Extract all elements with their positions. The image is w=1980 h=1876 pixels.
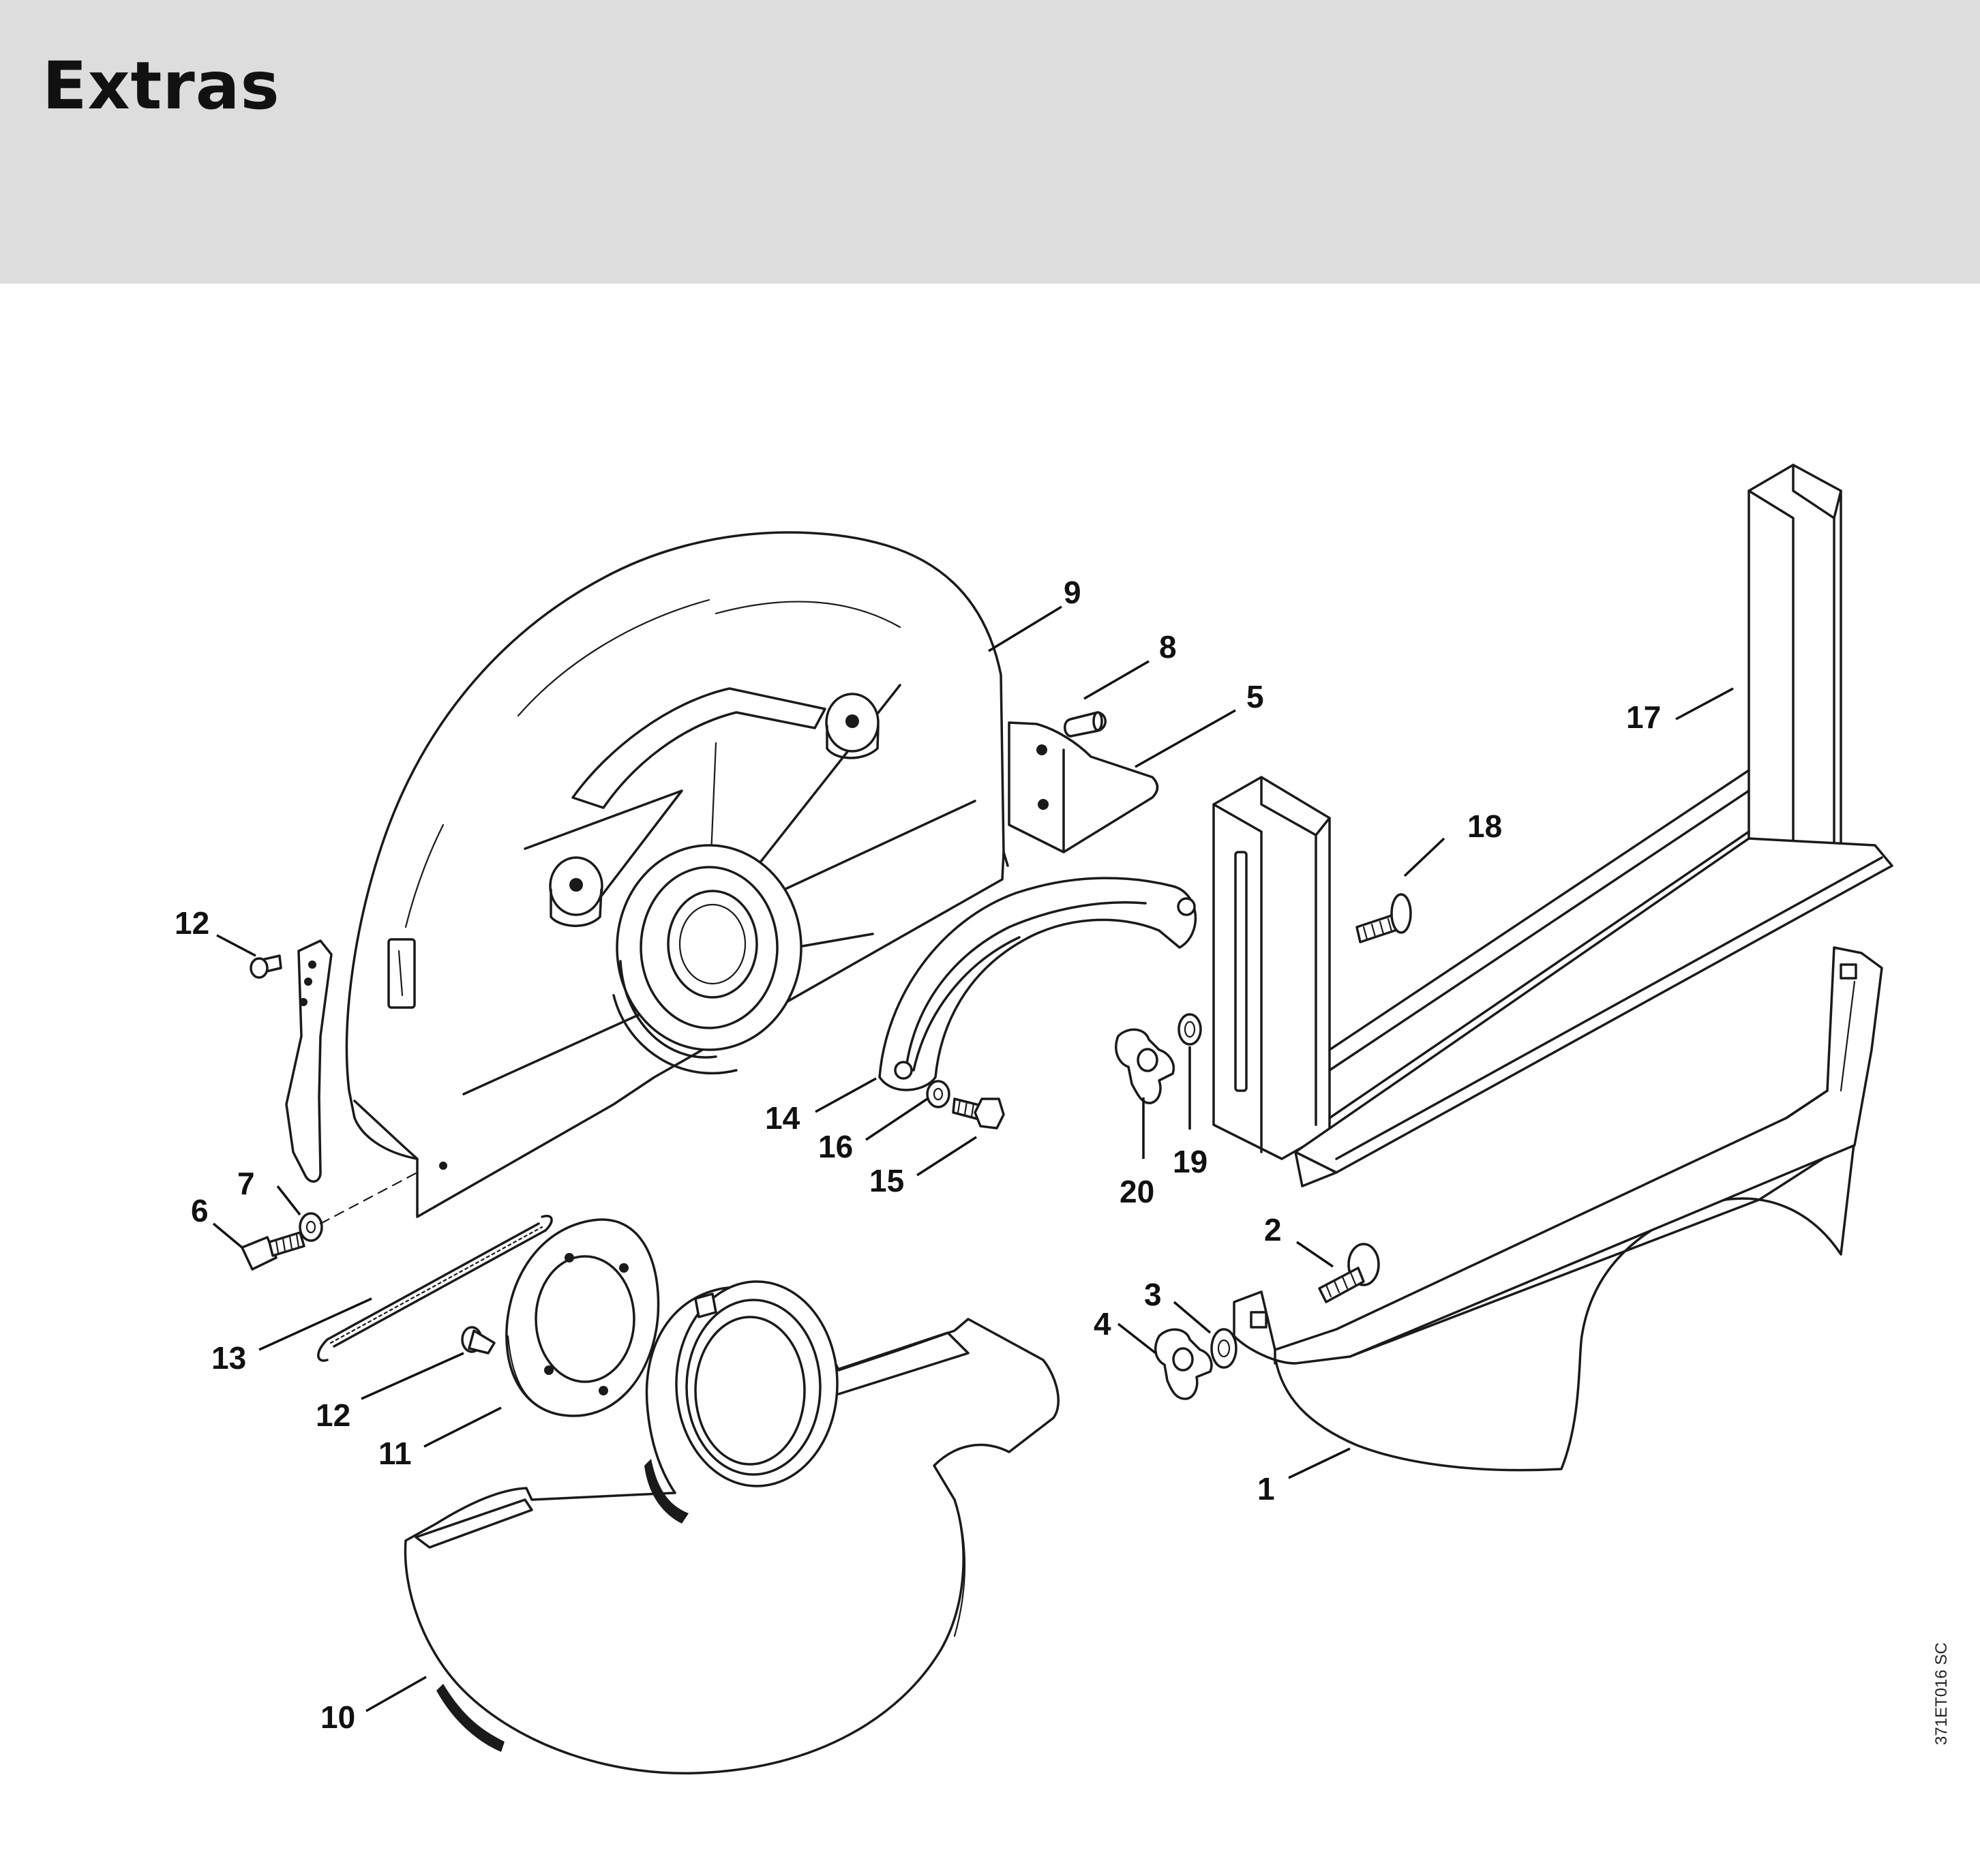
callout-13: 13 [211, 1340, 246, 1376]
callout-4: 4 [1094, 1306, 1111, 1342]
callout-20: 20 [1120, 1174, 1154, 1209]
part-19-washer [1178, 1013, 1202, 1046]
part-12-upper-screw [250, 954, 282, 979]
leader-6 [212, 1222, 243, 1249]
leader-8 [1083, 660, 1150, 700]
document-code: 371ET016 SC [1932, 1642, 1951, 1745]
callout-12-upper: 12 [175, 905, 209, 941]
callout-11: 11 [378, 1436, 412, 1471]
callout-7: 7 [237, 1166, 255, 1201]
assembly-axis-line [319, 1171, 419, 1225]
part-18-bolt [1355, 893, 1412, 943]
leader-18 [1403, 837, 1445, 877]
callout-6: 6 [191, 1193, 209, 1228]
bracket-strip [285, 939, 333, 1183]
callout-9: 9 [1064, 575, 1081, 610]
part-1-lower-guard [1233, 946, 1883, 1472]
leader-5 [1135, 709, 1236, 768]
part-7-washer [299, 1212, 323, 1242]
leader-12-lower [361, 1352, 464, 1400]
part-14-curved-arm [878, 877, 1197, 1091]
callout-10: 10 [320, 1699, 355, 1735]
callout-3: 3 [1144, 1277, 1162, 1312]
leader-2 [1296, 1241, 1334, 1268]
callout-12-lower: 12 [316, 1397, 350, 1433]
part-2-bolt [1318, 1243, 1380, 1303]
leader-12-upper [216, 934, 256, 957]
callout-5: 5 [1246, 679, 1264, 714]
leader-lines [212, 605, 1734, 1712]
callout-15: 15 [869, 1163, 904, 1198]
part-6-bolt [241, 1231, 305, 1271]
callout-8: 8 [1159, 629, 1177, 665]
callout-2: 2 [1264, 1212, 1282, 1247]
page-title: Extras [42, 48, 280, 124]
part-16-washer [926, 1080, 950, 1108]
callout-1: 1 [1257, 1471, 1275, 1507]
leader-7 [276, 1185, 301, 1216]
callout-19: 19 [1173, 1144, 1208, 1179]
part-5-bracket [1008, 721, 1159, 853]
callout-16: 16 [818, 1129, 853, 1164]
leader-17 [1675, 687, 1734, 721]
leader-13 [258, 1297, 372, 1351]
leader-16 [865, 1098, 928, 1141]
part-15-bolt [952, 1098, 1005, 1130]
part-12-lower-screw [461, 1326, 496, 1355]
leader-10 [365, 1676, 427, 1712]
leader-1 [1288, 1447, 1351, 1479]
part-3-washer [1210, 1328, 1238, 1369]
leader-11 [423, 1406, 502, 1448]
part-20-wing-nut [1115, 1028, 1175, 1104]
callout-18: 18 [1467, 808, 1502, 844]
leader-4 [1117, 1322, 1157, 1355]
part-8-pin [1064, 711, 1107, 738]
callout-17: 17 [1626, 699, 1661, 735]
leader-14 [815, 1077, 877, 1113]
page-header: Extras [0, 0, 1980, 284]
part-4-wing-nut [1154, 1328, 1213, 1400]
callout-labels: 9 8 5 17 18 12 14 16 15 20 19 7 6 2 3 4 … [175, 575, 1661, 1735]
leader-9 [988, 605, 1062, 652]
part-11-flange [505, 1218, 660, 1417]
leader-15 [916, 1136, 977, 1177]
part-9-wheel-guard [345, 531, 1009, 1218]
callout-14: 14 [765, 1100, 800, 1136]
part-13-spring [317, 1215, 553, 1362]
part-10-wheel-cover [404, 1280, 1060, 1775]
leader-3 [1173, 1301, 1212, 1334]
part-17-u-frame [1212, 464, 1893, 1187]
